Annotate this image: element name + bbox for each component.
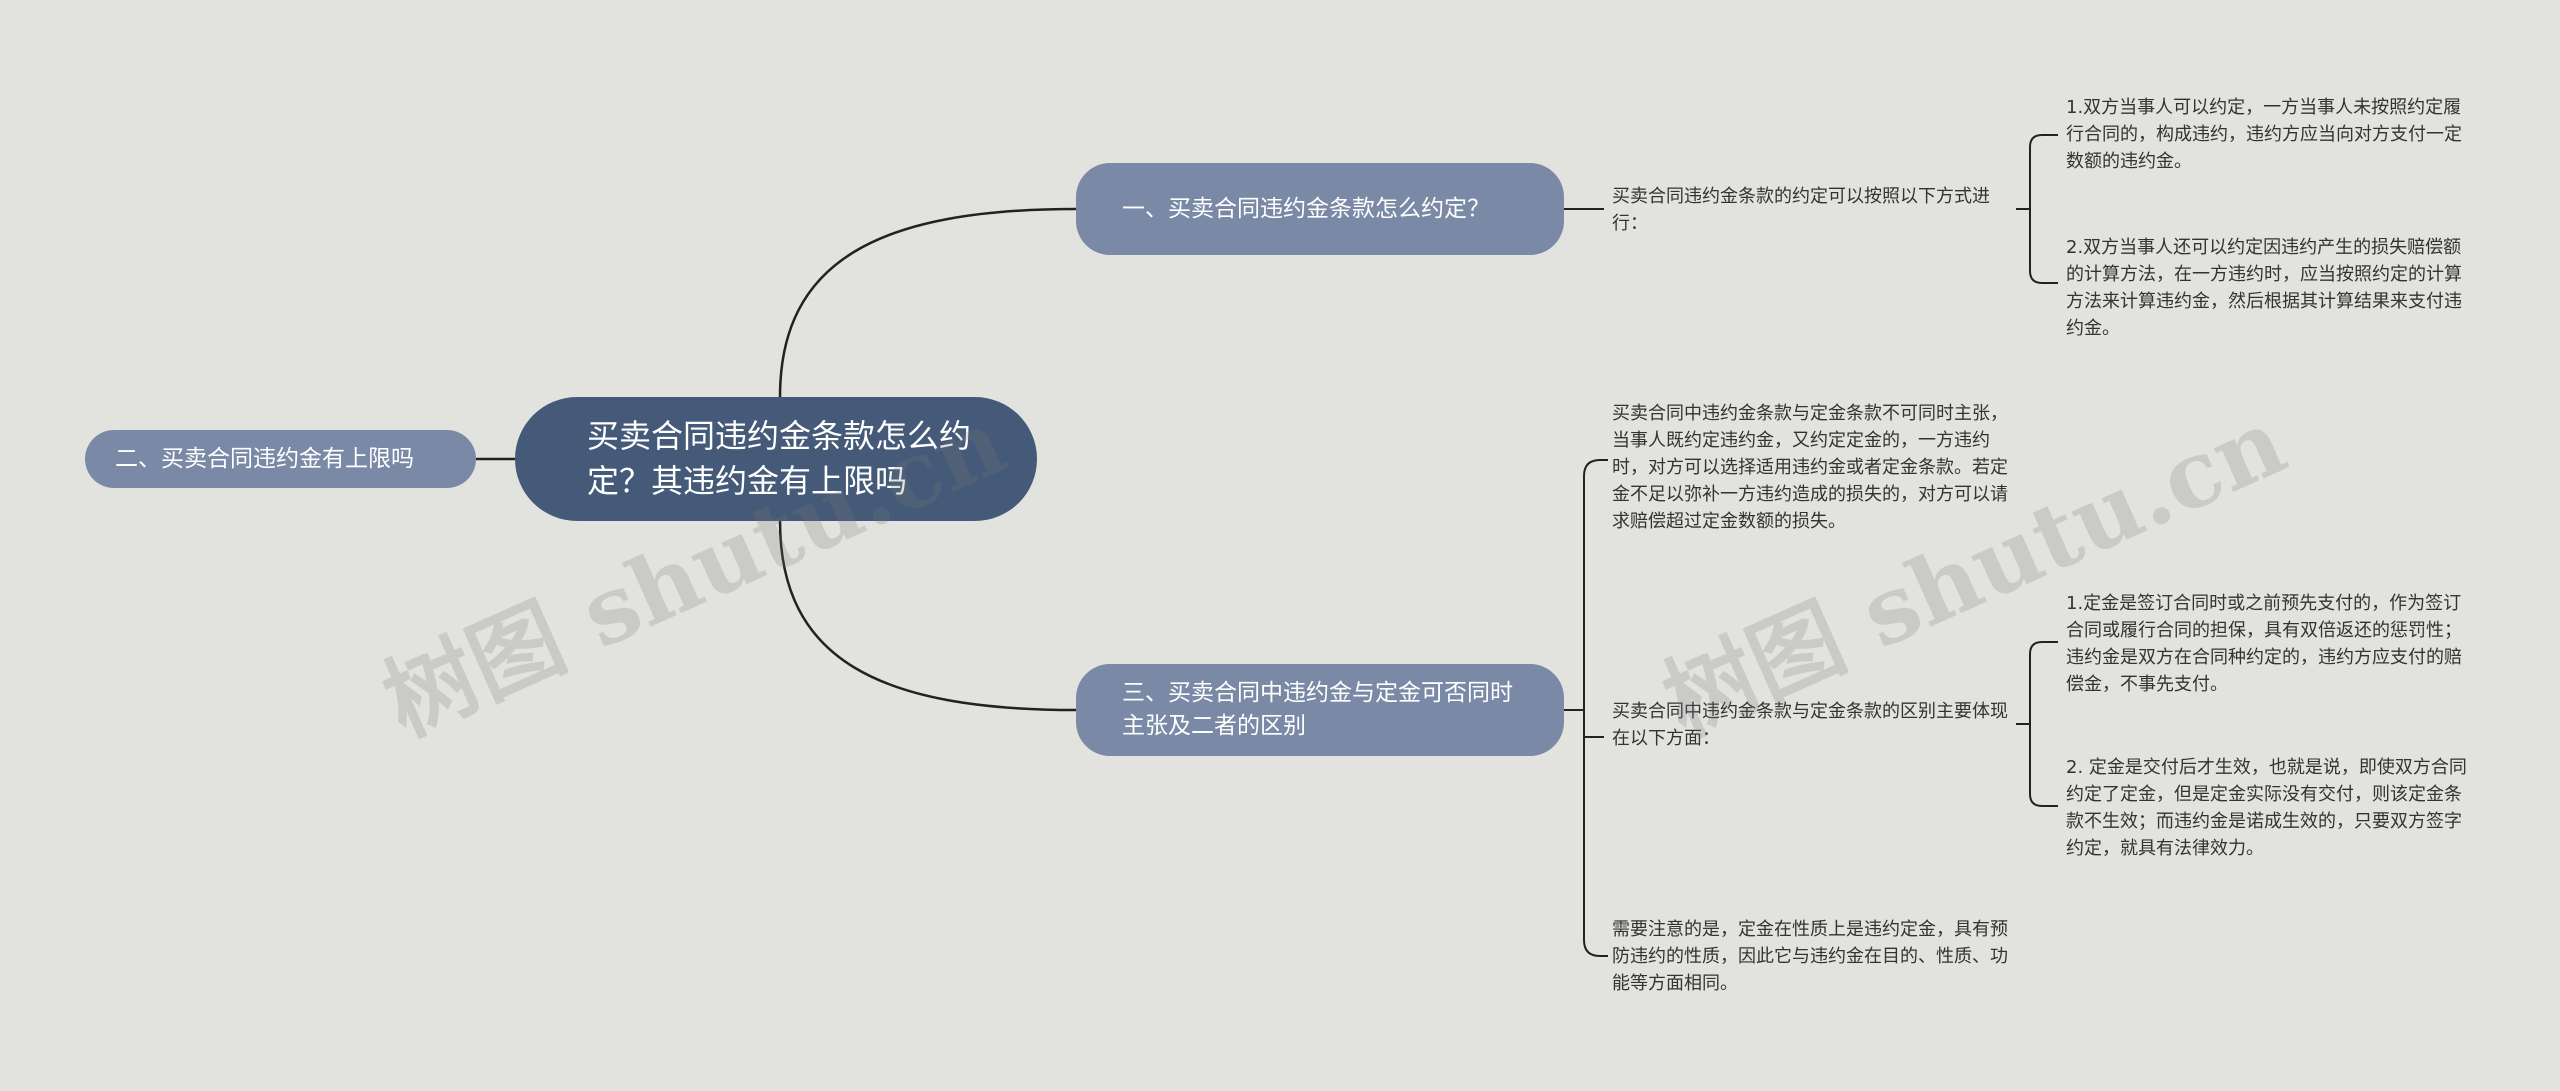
leaf-b1-point-2[interactable]: 2.双方当事人还可以约定因违约产生的损失赔偿额的计算方法，在一方违约时，应当按照… (2066, 237, 2462, 339)
branch-node-1[interactable]: 一、买卖合同违约金条款怎么约定？ (1076, 163, 1564, 255)
root-node[interactable]: 买卖合同违约金条款怎么约定？其违约金有上限吗 (515, 397, 1037, 521)
bracket-branch3-leaves (1564, 459, 1608, 957)
leaf-b3-simultaneous[interactable]: 买卖合同中违约金条款与定金条款不可同时主张，当事人既约定违约金，又约定定金的，一… (1612, 403, 2008, 532)
branch-node-2-label: 二、买卖合同违约金有上限吗 (115, 445, 414, 472)
connector-root-branch1 (778, 207, 1077, 398)
branch-node-2[interactable]: 二、买卖合同违约金有上限吗 (85, 430, 476, 488)
connector-root-branch3 (778, 520, 1077, 712)
leaf-b3-note[interactable]: 需要注意的是，定金在性质上是违约定金，具有预防违约的性质，因此它与违约金在目的、… (1612, 919, 2008, 994)
leaf-b1-point-1[interactable]: 1.双方当事人可以约定，一方当事人未按照约定履行合同的，构成违约，违约方应当向对… (2066, 97, 2462, 172)
bracket-leaf5-children (2016, 641, 2058, 807)
branch-node-3-label: 三、买卖合同中违约金与定金可否同时主张及二者的区别 (1122, 680, 1513, 739)
leaf-b1-intro[interactable]: 买卖合同违约金条款的约定可以按照以下方式进行： (1612, 186, 1990, 234)
root-node-label: 买卖合同违约金条款怎么约定？其违约金有上限吗 (587, 417, 972, 500)
bracket-leaf1-children (2016, 134, 2058, 284)
branch-node-3[interactable]: 三、买卖合同中违约金与定金可否同时主张及二者的区别 (1076, 664, 1564, 756)
leaf-b3-difference-2[interactable]: 2. 定金是交付后才生效，也就是说，即使双方合同约定了定金，但是定金实际没有交付… (2066, 757, 2467, 859)
leaf-b3-difference-1[interactable]: 1.定金是签订合同时或之前预先支付的，作为签订合同或履行合同的担保，具有双倍返还… (2066, 593, 2462, 695)
branch-node-1-label: 一、买卖合同违约金条款怎么约定？ (1122, 195, 1490, 222)
leaf-b3-difference-intro[interactable]: 买卖合同中违约金条款与定金条款的区别主要体现在以下方面： (1612, 701, 2008, 749)
